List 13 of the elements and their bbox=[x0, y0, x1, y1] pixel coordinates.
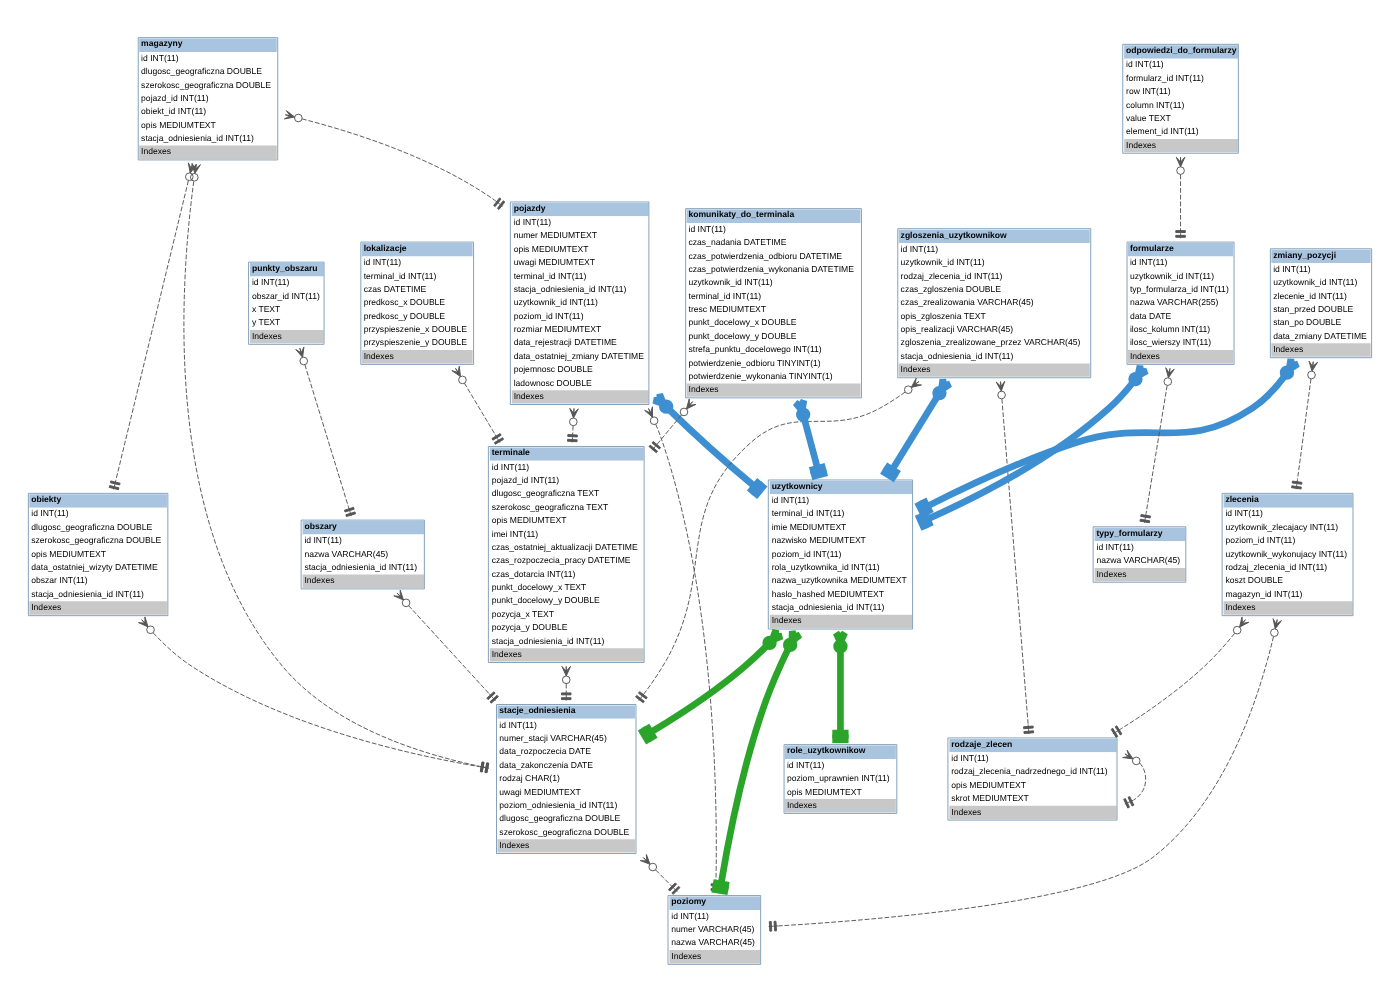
connector bbox=[393, 588, 499, 703]
connector bbox=[1110, 615, 1250, 737]
connector bbox=[295, 345, 357, 517]
connector bbox=[995, 379, 1035, 734]
connector bbox=[561, 664, 572, 701]
connector bbox=[639, 853, 681, 894]
connector bbox=[1139, 366, 1175, 523]
connector bbox=[451, 364, 505, 444]
connector bbox=[108, 161, 198, 490]
connector bbox=[283, 109, 506, 209]
connector bbox=[635, 376, 922, 703]
connector bbox=[648, 397, 697, 453]
connector bbox=[1122, 748, 1147, 808]
